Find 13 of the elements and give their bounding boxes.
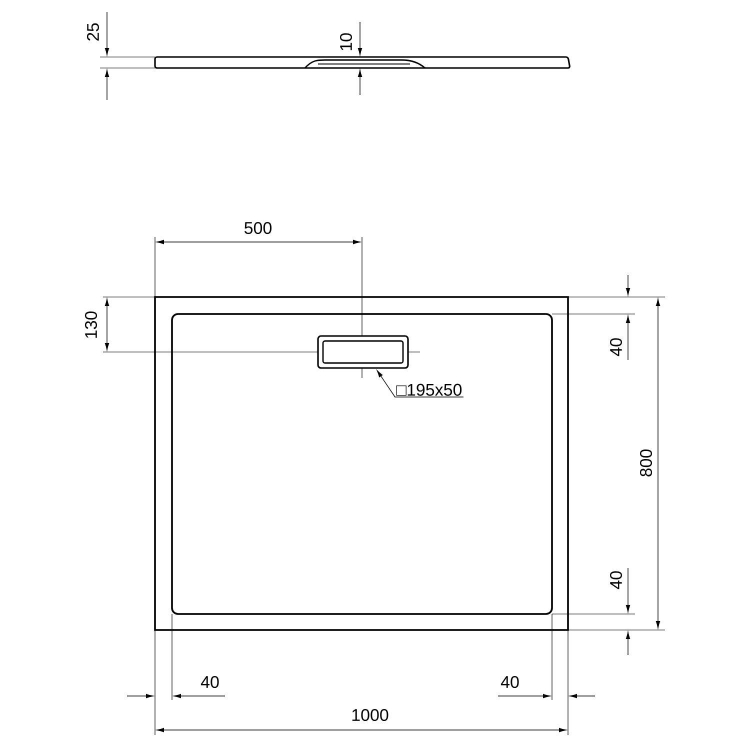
dimension-label: 40 bbox=[200, 676, 219, 688]
drain-grate bbox=[317, 335, 409, 369]
dimension-label: 1000 bbox=[352, 709, 388, 722]
dimension-label: 500 bbox=[244, 222, 272, 234]
dimension-label: 130 bbox=[84, 311, 98, 338]
dimension-label: 800 bbox=[640, 449, 652, 476]
dimension-label: 40 bbox=[610, 571, 622, 590]
leader-line bbox=[376, 370, 464, 398]
dimension-label: 40 bbox=[500, 676, 519, 688]
dimension-label: 10 bbox=[340, 33, 352, 50]
dimension-label: 25 bbox=[86, 23, 100, 41]
leader-label: □195x50 bbox=[396, 384, 462, 396]
dimension-label: 40 bbox=[610, 338, 622, 356]
